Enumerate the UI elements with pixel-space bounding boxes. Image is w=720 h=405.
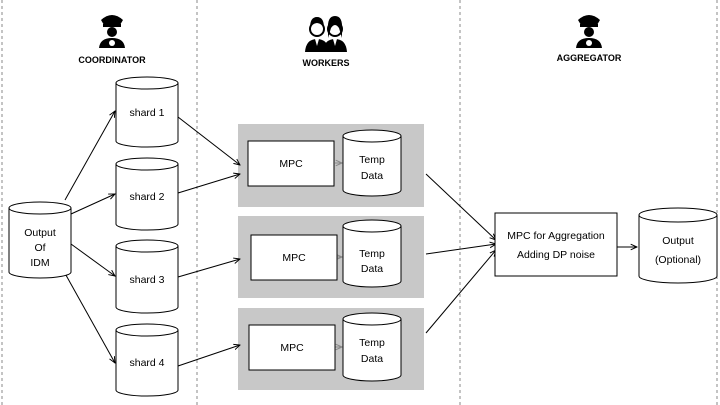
shard-1-database: shard 1	[115, 76, 179, 148]
temp-data-3-line-1: Temp	[359, 337, 385, 349]
arrow-shard-2-to-mpc-1	[177, 174, 240, 194]
arrow-temp-2-to-aggregation	[425, 244, 496, 255]
input-database-line-1: Output	[24, 227, 56, 239]
aggregation-line-2: Adding DP noise	[517, 249, 595, 261]
shard-4-database: shard 4	[115, 323, 179, 397]
arrow-input-to-shard-4	[61, 267, 115, 363]
mpc-box-3	[248, 324, 336, 371]
two-people-icon	[305, 16, 347, 52]
arrow-input-to-shard-3	[70, 243, 115, 276]
shard-1-label: shard 1	[129, 107, 164, 119]
mpc-label-1: MPC	[279, 158, 303, 170]
arrow-shard-1-to-mpc-1	[177, 116, 240, 165]
shard-2-database: shard 2	[115, 157, 179, 231]
coordinator-icon	[99, 15, 125, 48]
shard-3-label: shard 3	[129, 274, 164, 286]
shard-2-label: shard 2	[129, 191, 164, 203]
temp-data-1-line-1: Temp	[359, 154, 385, 166]
arrow-temp-1-to-aggregation	[425, 173, 496, 240]
arrow-temp-3-to-aggregation	[425, 250, 496, 334]
mpc-box-1	[247, 140, 335, 187]
output-database-line-2: (Optional)	[655, 254, 701, 266]
aggregation-box: MPC for Aggregation Adding DP noise	[494, 212, 618, 277]
aggregator-heading: AGGREGATOR	[557, 53, 622, 63]
output-database: Output (Optional)	[638, 207, 718, 284]
coordinator-heading: COORDINATOR	[78, 55, 146, 65]
temp-data-2-line-2: Data	[361, 263, 383, 275]
input-database: Output Of IDM	[8, 201, 72, 279]
worker-2: MPC Temp Data	[250, 219, 402, 288]
arrow-shard-4-to-mpc-3	[177, 345, 240, 367]
arrow-input-to-shard-1	[64, 111, 115, 201]
workers-heading: WORKERS	[303, 58, 350, 68]
arrow-shard-3-to-mpc-2	[177, 259, 240, 278]
input-database-line-3: IDM	[30, 257, 49, 269]
mpc-label-3: MPC	[280, 342, 304, 354]
output-database-line-1: Output	[662, 235, 694, 247]
temp-data-1-line-2: Data	[361, 170, 383, 182]
mpc-label-2: MPC	[282, 252, 306, 264]
mpc-box-2	[250, 234, 338, 281]
input-database-line-2: Of	[34, 242, 45, 254]
arrow-input-to-shard-2	[70, 194, 115, 215]
aggregation-line-1: MPC for Aggregation	[507, 230, 605, 242]
shard-3-database: shard 3	[115, 239, 179, 314]
aggregator-icon	[576, 15, 602, 48]
temp-data-3-line-2: Data	[361, 353, 383, 365]
shard-4-label: shard 4	[129, 357, 164, 369]
worker-3: MPC Temp Data	[248, 312, 402, 382]
worker-1: MPC Temp Data	[247, 129, 402, 197]
temp-data-2-line-1: Temp	[359, 248, 385, 260]
